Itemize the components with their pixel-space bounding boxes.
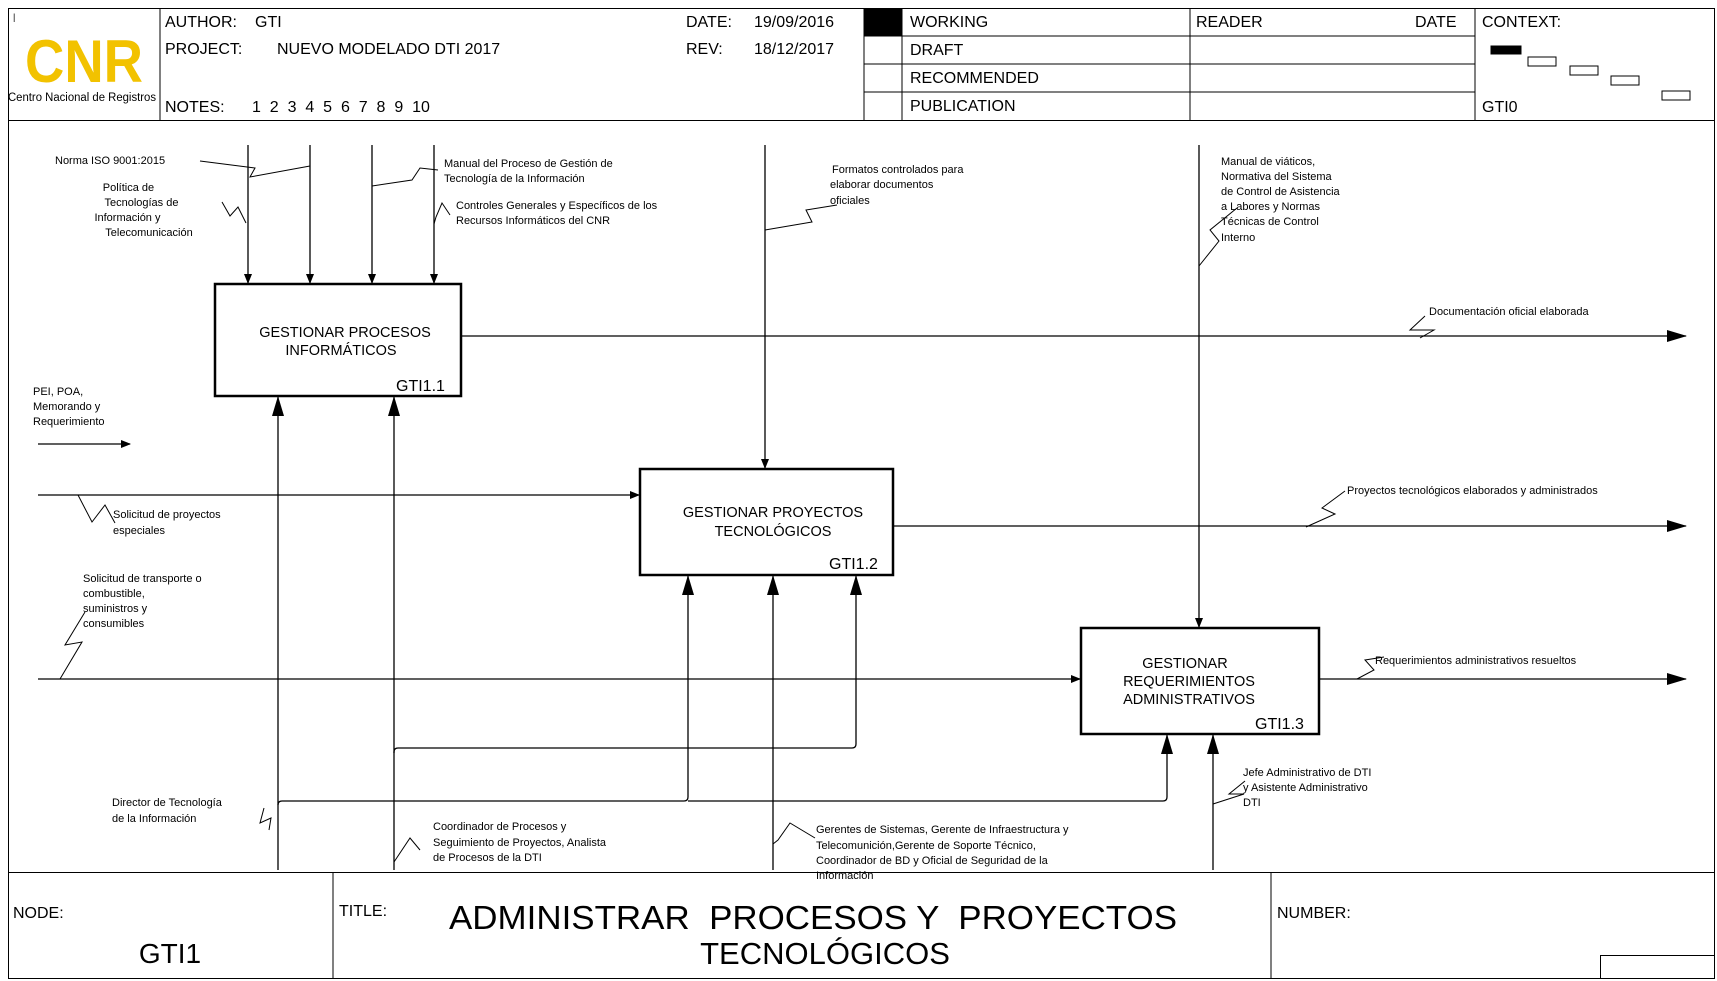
activity-id: GTI1.1	[396, 378, 445, 395]
context-node: GTI0	[1482, 99, 1518, 116]
input-label-pei: PEI, POA, Memorando y Requerimiento	[33, 386, 105, 428]
logo-tick: |	[13, 12, 15, 22]
notes-label: NOTES:	[165, 99, 225, 116]
rev-label: REV:	[686, 41, 723, 58]
notes-value: 1 2 3 4 5 6 7 8 9 10	[252, 99, 430, 116]
control-label-manual-viaticos: Manual de viáticos, Normativa del Sistem…	[1221, 156, 1343, 244]
output-label-documentacion: Documentación oficial elaborada	[1429, 306, 1589, 318]
mechanism-label-gerentes: Gerentes de Sistemas, Gerente de Infraes…	[816, 824, 1072, 882]
context-label: CONTEXT:	[1482, 14, 1561, 31]
project-value: NUEVO MODELADO DTI 2017	[277, 41, 500, 58]
footer: NODE: GTI1 TITLE: ADMINISTRAR PROCESOS Y…	[8, 872, 1715, 979]
activity-title-line: GESTIONAR PROCESOS	[259, 325, 431, 341]
title-label: TITLE:	[339, 903, 387, 920]
header-fields: AUTHOR: GTI PROJECT: NUEVO MODELADO DTI …	[165, 14, 1561, 116]
reader-date-label: DATE	[1415, 14, 1456, 31]
input-labels: PEI, POA, Memorando y Requerimiento Soli…	[33, 386, 224, 630]
status-recommended: RECOMMENDED	[910, 70, 1039, 87]
control-label-manual-proceso: Manual del Proceso de Gestión de Tecnolo…	[444, 158, 616, 185]
date-label: DATE:	[686, 14, 732, 31]
control-label-controles: Controles Generales y Específicos de los…	[456, 200, 660, 227]
output-labels: Documentación oficial elaborada Proyecto…	[1347, 306, 1598, 667]
date-value: 19/09/2016	[754, 14, 834, 31]
mechanism-arrow	[393, 575, 862, 753]
control-label-iso: Norma ISO 9001:2015	[55, 155, 165, 167]
activity-box: GESTIONAR PROCESOS INFORMÁTICOS GTI1.1	[213, 282, 463, 398]
activity-title-line: ADMINISTRATIVOS	[1123, 692, 1255, 708]
mechanism-labels: Director de Tecnología de la Información…	[112, 767, 1374, 882]
reader-label: READER	[1196, 14, 1263, 31]
input-label-solicitud-transporte: Solicitud de transporte o combustible, s…	[83, 573, 205, 630]
node-label: NODE:	[13, 905, 64, 922]
activity-title-line: INFORMÁTICOS	[285, 342, 396, 359]
activity-id: GTI1.3	[1255, 716, 1304, 733]
activity-title-line: GESTIONAR	[1142, 656, 1227, 672]
status-draft: DRAFT	[910, 42, 964, 59]
input-label-solicitud-proyectos: Solicitud de proyectos especiales	[113, 509, 224, 537]
output-label-proyectos: Proyectos tecnológicos elaborados y admi…	[1347, 485, 1598, 497]
diagram-title-line: ADMINISTRAR PROCESOS Y PROYECTOS	[449, 899, 1177, 936]
author-label: AUTHOR:	[165, 14, 237, 31]
status-working: WORKING	[910, 14, 988, 31]
diagram-body: GESTIONAR PROCESOS INFORMÁTICOS GTI1.1 G…	[8, 120, 1715, 882]
status-publication: PUBLICATION	[910, 98, 1016, 115]
activity-box: GESTIONAR REQUERIMIENTOS ADMINISTRATIVOS…	[1079, 626, 1321, 736]
cnr-logo: | CNR Centro Nacional de Registros	[8, 12, 156, 104]
mechanism-label-coordinador: Coordinador de Procesos y Seguimiento de…	[433, 821, 609, 864]
mechanism-label-director: Director de Tecnología de la Información	[112, 797, 225, 825]
logo-org-name: Centro Nacional de Registros	[8, 92, 156, 104]
node-value: GTI1	[139, 938, 201, 969]
activity-title-line: TECNOLÓGICOS	[715, 523, 832, 540]
activity-title-line: REQUERIMIENTOS	[1123, 674, 1255, 690]
activity-box: GESTIONAR PROYECTOS TECNOLÓGICOS GTI1.2	[638, 467, 895, 577]
label-leaders	[59, 160, 1436, 863]
activity-id: GTI1.2	[829, 556, 878, 573]
control-label-politica: Política de Tecnologías de Información y…	[94, 182, 192, 239]
project-label: PROJECT:	[165, 41, 242, 58]
author-value: GTI	[255, 14, 282, 31]
idef0-diagram: | CNR Centro Nacional de Registros AUTHO…	[8, 8, 1715, 979]
control-labels: Norma ISO 9001:2015 Política de Tecnolog…	[55, 155, 1343, 244]
mechanism-arrow	[688, 734, 1173, 802]
rev-value: 18/12/2017	[754, 41, 834, 58]
control-label-formatos: Formatos controlados para elaborar docum…	[830, 164, 967, 207]
arrows	[38, 145, 1687, 870]
mechanism-label-jefe: Jefe Administrativo de DTI y Asistente A…	[1243, 767, 1374, 809]
mechanism-arrow	[277, 575, 694, 806]
logo-letters: CNR	[25, 28, 143, 95]
diagram-title-line: TECNOLÓGICOS	[700, 936, 950, 971]
number-label: NUMBER:	[1277, 905, 1351, 922]
output-label-requerimientos: Requerimientos administrativos resueltos	[1375, 655, 1577, 667]
activity-title-line: GESTIONAR PROYECTOS	[683, 505, 863, 521]
context-diagram	[1490, 45, 1691, 101]
